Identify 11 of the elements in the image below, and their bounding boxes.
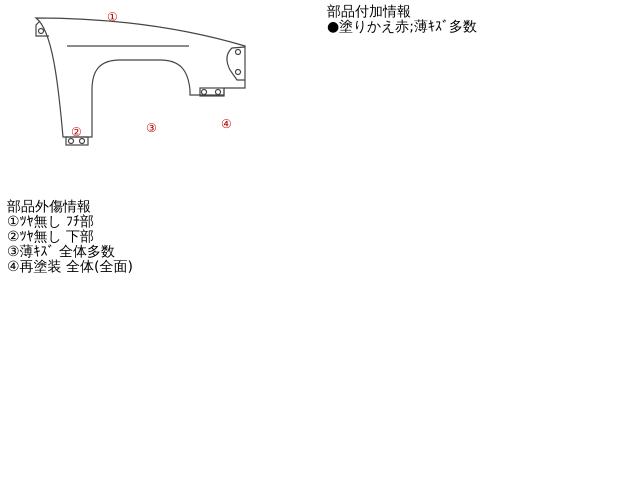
damage-item: ②ﾂﾔ無し 下部	[7, 230, 94, 245]
callout-number: ①	[107, 11, 118, 23]
callout-number: ②	[71, 126, 82, 138]
damage-item: ①ﾂﾔ無し ﾌﾁ部	[7, 215, 94, 230]
damage-item: ③薄ｷｽﾞ 全体多数	[7, 245, 116, 260]
section-heading: 部品付加情報	[327, 5, 411, 20]
callout-number: ③	[146, 122, 157, 134]
callout-number: ④	[221, 118, 232, 130]
note-text: ●塗りかえ赤;薄ｷｽﾞ多数	[327, 20, 477, 35]
damage-item: ④再塗装 全体(全面)	[7, 260, 133, 275]
section-heading: 部品外傷情報	[7, 200, 91, 215]
